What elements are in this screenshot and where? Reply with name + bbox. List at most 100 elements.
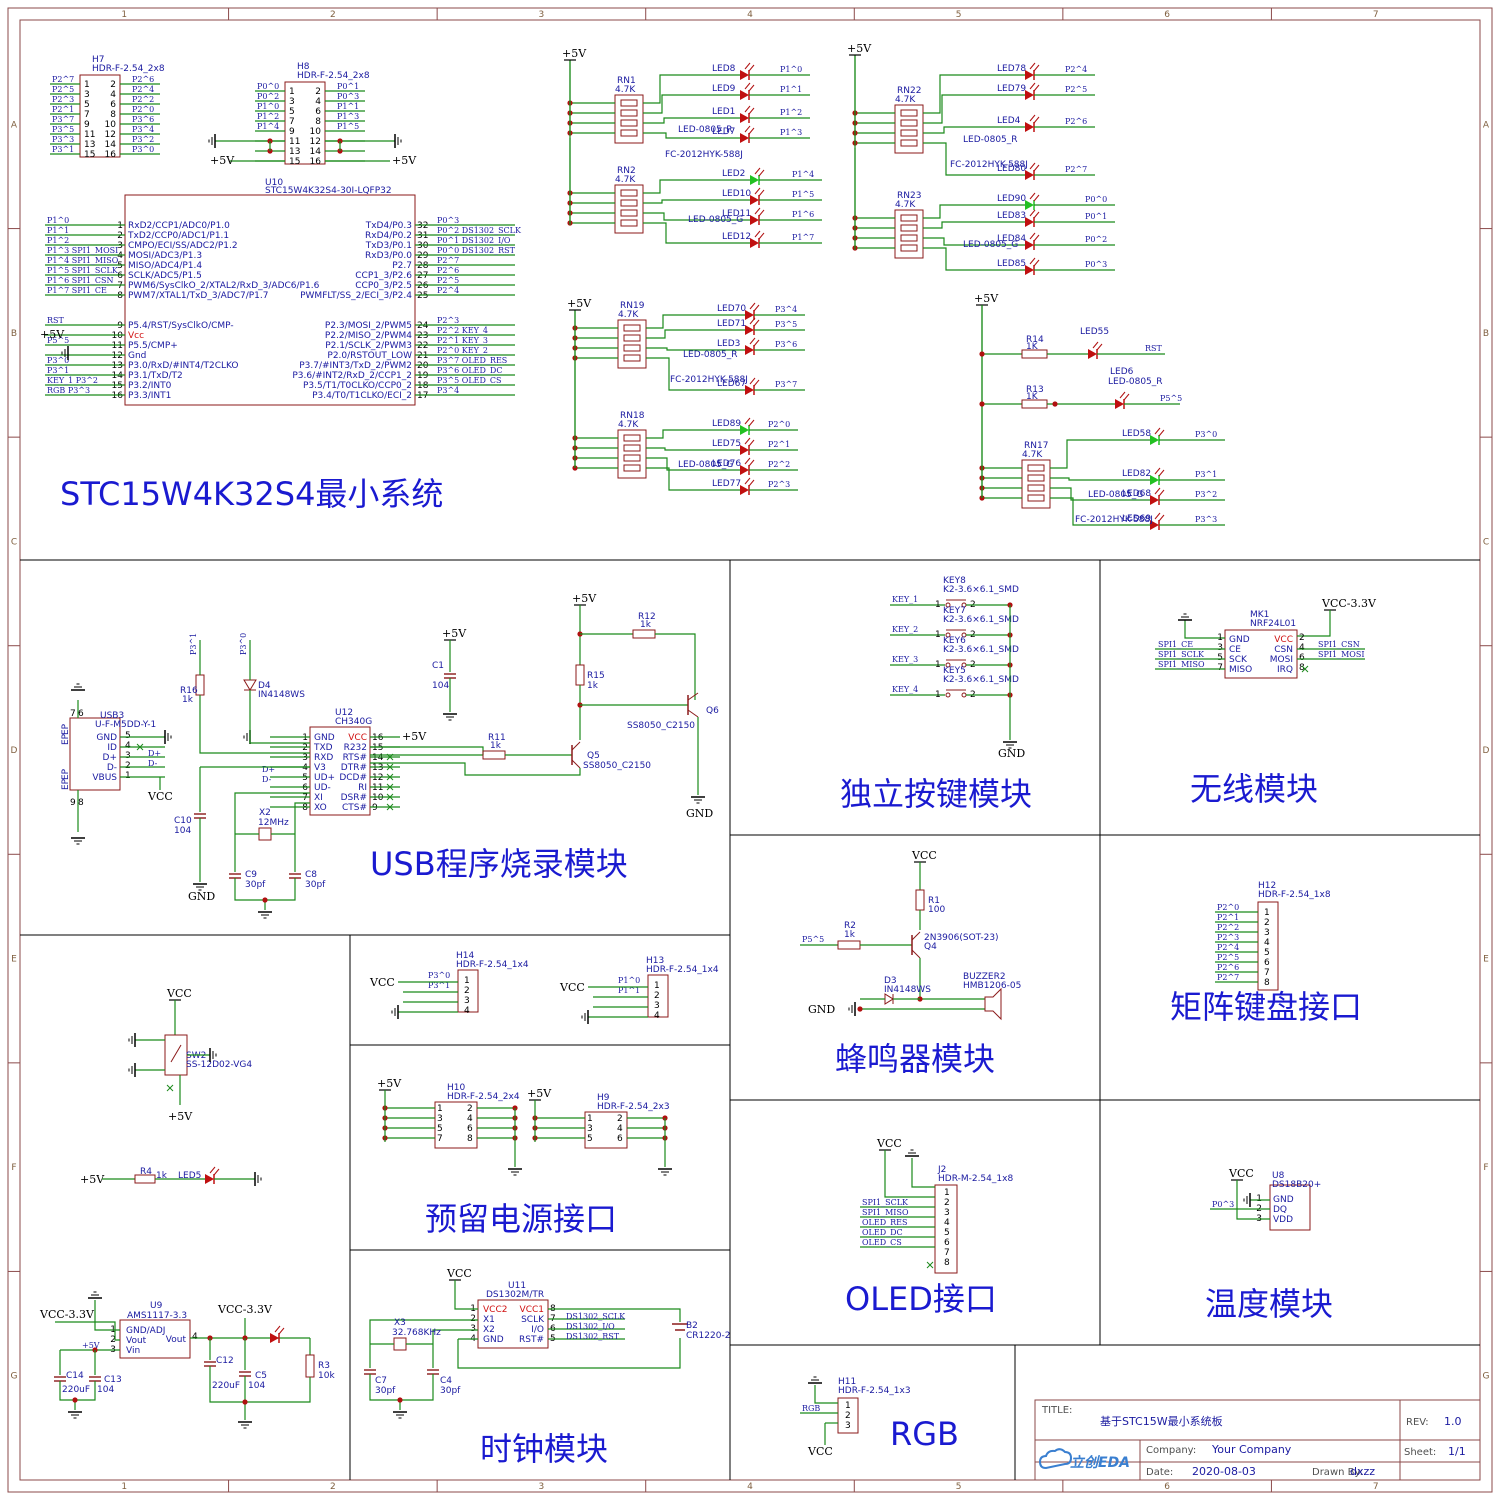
led-ray — [1029, 82, 1036, 90]
led-triangle — [1025, 265, 1034, 275]
header-ref: H13 — [646, 956, 664, 966]
led-ray — [748, 419, 755, 427]
keys-gnd-label: GND — [998, 747, 1025, 760]
ch340g-pin-name: R232 — [344, 743, 367, 753]
usb-ep-label: EP — [61, 778, 71, 790]
mcu-net-label: P1^7 SPI1_CE — [47, 286, 107, 295]
led-ref: LED68 — [1122, 489, 1151, 499]
capacitor-value: 30pf — [305, 880, 326, 890]
wire — [923, 142, 1025, 176]
grid-row-label: G — [11, 1372, 18, 1382]
nrf-pin-name: MOSI — [1270, 655, 1293, 665]
led-net-label: P2^0 — [768, 420, 790, 429]
led-icon — [1025, 192, 1040, 210]
matrix-pin-num: 7 — [1264, 968, 1270, 978]
ds1302-pin-name: SCLK — [521, 1315, 545, 1325]
led-ref: LED3 — [717, 339, 740, 349]
crystal-ref: X3 — [394, 1318, 406, 1328]
led-triangle — [745, 385, 754, 395]
led-ray — [744, 437, 751, 445]
transistor-lead — [911, 949, 921, 959]
header-net-label: P3^5 — [52, 125, 74, 134]
header-pin-num: 7 — [289, 117, 295, 127]
led-part-note: FC-2012HYK-588J — [950, 160, 1028, 170]
mcu-net-label: P0^3 — [437, 216, 459, 225]
title-wireless-section: 无线模块 — [1190, 770, 1318, 808]
led-triangle — [1115, 399, 1124, 409]
mcu-pin-name: P5.4/RST/SysClkO/CMP- — [128, 321, 234, 331]
mcu-net-label: P2^4 — [437, 286, 459, 295]
led-triangle — [740, 425, 749, 435]
wire — [923, 221, 1025, 229]
rgb-header-body — [837, 1397, 859, 1434]
mcu-pin-num: 4 — [117, 251, 123, 261]
led-icon — [1150, 467, 1165, 485]
ch340g-pin-num: 12 — [372, 773, 383, 783]
ams1117-body — [119, 1319, 191, 1359]
key-contact — [945, 692, 951, 698]
ground-icon — [209, 1048, 217, 1062]
led-icon — [1025, 82, 1040, 100]
grid-col-label: 2 — [330, 1482, 336, 1492]
ch340g-pin-name: UD+ — [314, 773, 335, 783]
wire — [646, 347, 745, 351]
usb-net-label: P3^0 — [239, 633, 248, 655]
led-triangle — [1025, 122, 1034, 132]
ground-icon — [508, 1168, 522, 1176]
header-net-label: P3^1 — [52, 145, 74, 154]
led-ray — [1154, 487, 1161, 495]
wire — [1236, 1180, 1270, 1220]
led-ray — [748, 107, 755, 115]
led-part-note: LED-0805_G — [678, 460, 733, 470]
date-label: Date: — [1146, 1467, 1173, 1478]
nrf-vcc-label: VCC-3.3V — [1321, 597, 1377, 610]
drawn-label: Drawn By: — [1312, 1467, 1363, 1478]
led-net-label: P0^0 — [1085, 195, 1107, 204]
ground-icon — [254, 1172, 262, 1186]
resistor-network-element — [620, 109, 638, 117]
header-net-label: P1^1 — [337, 102, 359, 111]
grid-row-label: E — [1483, 955, 1489, 965]
header-ref: H9 — [597, 1093, 610, 1103]
led-icon — [750, 187, 765, 205]
ch340g-pin-num: 5 — [302, 773, 308, 783]
diode-ref: D3 — [884, 976, 897, 986]
matrix-net-label: P2^0 — [1217, 903, 1239, 912]
mcu-pin-num: 23 — [417, 331, 428, 341]
led-ray — [749, 317, 756, 325]
led-ray — [749, 302, 756, 310]
resistor-network-ref: RN17 — [1024, 441, 1048, 451]
header-net-label: P3^0 — [428, 971, 450, 980]
led-net-label: P3^1 — [1195, 470, 1217, 479]
ds1302-pin-name: RST# — [519, 1335, 544, 1345]
led-icon — [1025, 232, 1040, 250]
resistor-network-element — [620, 129, 638, 137]
led-ray — [1029, 257, 1036, 265]
header-pin-num: 15 — [289, 157, 300, 167]
led-ray — [744, 125, 751, 133]
drawn-value: dxzz — [1350, 1465, 1375, 1478]
matrix-pin-num: 6 — [1264, 958, 1270, 968]
led-ref: LED75 — [712, 439, 741, 449]
led-ray — [748, 64, 755, 72]
oled-pin-num: 2 — [944, 1198, 950, 1208]
mcu-pin-num: 32 — [417, 221, 428, 231]
header-pin-num: 2 — [110, 80, 116, 90]
grid-col-label: 1 — [121, 10, 127, 20]
ch340g-part: CH340G — [335, 717, 372, 727]
wire — [814, 1385, 838, 1404]
wire — [923, 237, 1025, 246]
header-vcc-label: +5V — [527, 1087, 552, 1100]
mcu-pin-name: TxD2/CCP0/ADC1/P1.1 — [127, 231, 229, 241]
buzzer-gnd-label: GND — [808, 1003, 835, 1016]
led-ray — [1029, 209, 1036, 217]
resistor-ref: R12 — [638, 612, 656, 622]
led-ref: LED77 — [712, 479, 741, 489]
led-ref: LED80 — [997, 164, 1026, 174]
usb-ep-num: 6 — [78, 709, 84, 719]
led-ref: LED83 — [997, 211, 1026, 221]
wire — [432, 1329, 478, 1368]
nrf-pin-num: 8 — [1299, 663, 1305, 673]
wire — [55, 1321, 120, 1341]
